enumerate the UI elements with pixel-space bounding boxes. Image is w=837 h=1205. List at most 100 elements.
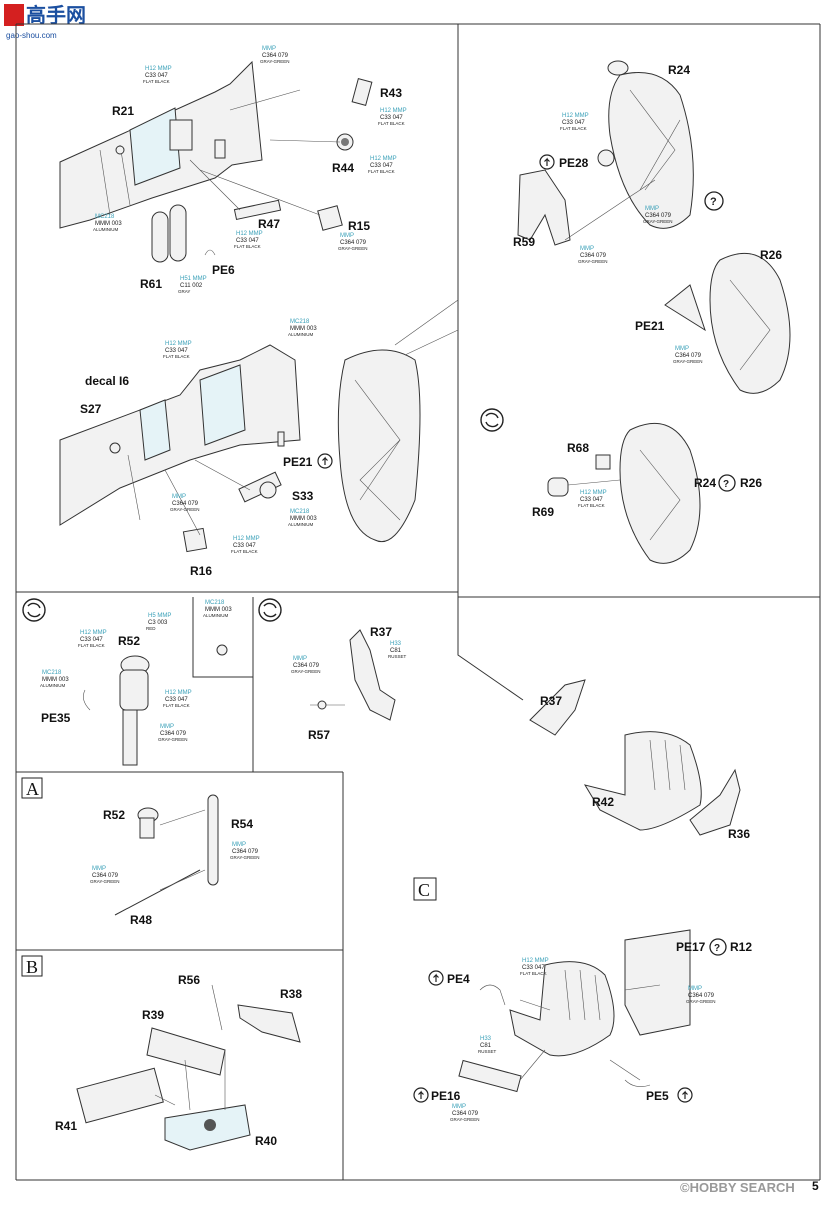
part-label: R48 xyxy=(130,913,152,927)
part-label: S27 xyxy=(80,402,102,416)
rotate-icon xyxy=(480,408,504,432)
section-c-label: C xyxy=(418,880,430,900)
paint-name: RED xyxy=(146,626,156,631)
paint-name: ALUMINIUM xyxy=(40,683,66,688)
part-label: S33 xyxy=(292,489,314,503)
part-label: PE21 xyxy=(283,455,313,469)
question-icon: ? xyxy=(718,474,736,492)
paint-code-primary: H12 MMP xyxy=(580,490,607,496)
paint-name: FLAT BLACK xyxy=(231,549,258,554)
part-label: R44 xyxy=(332,161,354,175)
part-label: R56 xyxy=(178,973,200,987)
part-label: R52 xyxy=(118,634,140,648)
paint-name: GRAY-GREEN xyxy=(673,359,703,364)
part-label: R69 xyxy=(532,505,554,519)
part-label: R54 xyxy=(231,817,253,831)
paint-code-secondary: C33 047 xyxy=(562,120,585,126)
paint-name: FLAT BLACK xyxy=(378,121,405,126)
paint-code-primary: MMP xyxy=(340,233,354,239)
paint-code-primary: H12 MMP xyxy=(145,66,172,72)
paint-code-secondary: C364 079 xyxy=(262,53,289,59)
paint-name: GRAY-GREEN xyxy=(686,999,716,1004)
paint-code-primary: H33 xyxy=(480,1036,492,1042)
svg-text:?: ? xyxy=(723,479,729,490)
part-label: R42 xyxy=(592,795,614,809)
paint-code-secondary: C364 079 xyxy=(92,873,119,879)
watermark: ©HOBBY SEARCH xyxy=(680,1180,795,1195)
paint-name: FLAT BLACK xyxy=(520,971,547,976)
paint-code-secondary: C33 047 xyxy=(145,73,168,79)
paint-name: RUSSET xyxy=(388,654,407,659)
part-label: R37 xyxy=(540,694,562,708)
part-label: R15 xyxy=(348,219,370,233)
part-label: PE6 xyxy=(212,263,235,277)
paint-name: GRAY xyxy=(178,289,190,294)
paint-name: GRAY-GREEN xyxy=(230,855,260,860)
paint-name: ALUMINIUM xyxy=(93,227,119,232)
part-label: R57 xyxy=(308,728,330,742)
part-label: R24 xyxy=(694,476,716,490)
paint-code-secondary: C33 047 xyxy=(522,965,545,971)
paint-code-secondary: C364 079 xyxy=(160,731,187,737)
paint-code-secondary: C364 079 xyxy=(452,1111,479,1117)
part-label: R26 xyxy=(760,248,782,262)
section-c: C xyxy=(413,877,691,1093)
paint-name: FLAT BLACK xyxy=(234,244,261,249)
rotate-icon xyxy=(22,598,46,622)
paint-name: ALUMINIUM xyxy=(288,332,314,337)
paint-code-secondary: C33 047 xyxy=(80,637,103,643)
paint-code-primary: MMP xyxy=(452,1104,466,1110)
paint-code-secondary: C33 047 xyxy=(165,697,188,703)
paint-code-primary: MC218 xyxy=(205,600,225,606)
attention-icon xyxy=(317,453,333,469)
attention-icon xyxy=(413,1087,429,1103)
paint-name: GRAY-GREEN xyxy=(90,879,120,884)
panel-frames xyxy=(15,23,821,1181)
paint-code-primary: MC218 xyxy=(290,319,310,325)
logo-subtext: gao-shou.com xyxy=(6,31,57,40)
paint-name: FLAT BLACK xyxy=(143,79,170,84)
attention-icon xyxy=(677,1087,693,1103)
paint-name: FLAT BLACK xyxy=(163,354,190,359)
paint-code-secondary: C364 079 xyxy=(172,501,199,507)
paint-name: GRAY-GREEN xyxy=(158,737,188,742)
paint-code-secondary: MMM 003 xyxy=(42,677,69,683)
section-b-label: B xyxy=(26,957,38,977)
part-label: PE16 xyxy=(431,1089,461,1103)
section-b: B xyxy=(21,955,301,1151)
logo-text: 高手网 xyxy=(26,3,86,27)
paint-name: FLAT BLACK xyxy=(368,169,395,174)
part-label: R16 xyxy=(190,564,212,578)
assembly-r21 xyxy=(59,60,373,263)
paint-code-primary: H12 MMP xyxy=(165,341,192,347)
attention-icon xyxy=(539,154,555,170)
part-label: R37 xyxy=(370,625,392,639)
paint-code-secondary: C364 079 xyxy=(580,253,607,259)
part-label: R59 xyxy=(513,235,535,249)
part-label: R36 xyxy=(728,827,750,841)
paint-code-primary: MMP xyxy=(92,866,106,872)
paint-name: GRAY-GREEN xyxy=(170,507,200,512)
assembly-r37 xyxy=(310,629,396,721)
part-label: R21 xyxy=(112,104,134,118)
paint-name: GRAY-GREEN xyxy=(260,59,290,64)
paint-code-secondary: MMM 003 xyxy=(95,221,122,227)
paint-code-secondary: C33 047 xyxy=(165,348,188,354)
